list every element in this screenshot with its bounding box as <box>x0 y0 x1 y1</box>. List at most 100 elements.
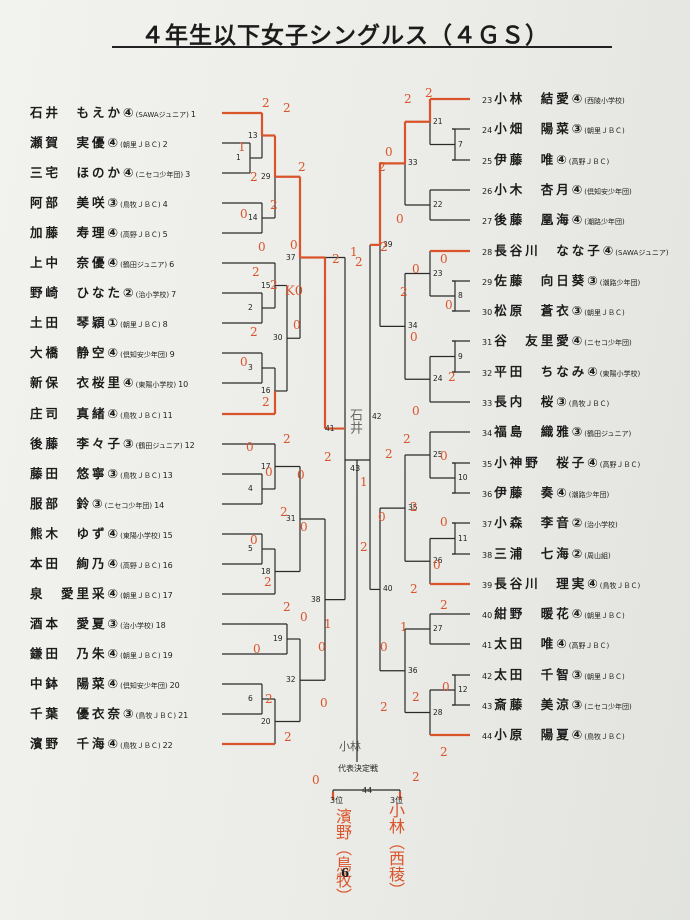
match-number: 34 <box>408 321 418 331</box>
handwritten-score: 0 <box>312 773 320 787</box>
player-grade: ④ <box>107 406 119 421</box>
handwritten-score: 2 <box>380 240 388 254</box>
player-club: (潮路少年団) <box>599 279 641 287</box>
handwritten-score: 0 <box>396 212 404 226</box>
player-name: 伊藤 奏 <box>494 485 557 500</box>
player-grade: ④ <box>587 455 598 470</box>
player-grade: ③ <box>556 394 567 409</box>
match-number: 30 <box>273 333 283 343</box>
left-player-row: 本田 絢乃④(高野ＪＢＣ)16 <box>30 557 173 573</box>
player-club: (高野ＪＢＣ) <box>568 642 610 650</box>
player-grade: ③ <box>571 424 583 439</box>
player-club: (朝里ＪＢＣ) <box>120 141 161 149</box>
handwritten-score: 2 <box>264 575 272 589</box>
match-number: 24 <box>433 374 443 384</box>
player-number: 10 <box>178 380 189 389</box>
player-name: 鎌田 乃朱 <box>30 646 108 661</box>
handwritten-score: 2 <box>332 252 340 266</box>
handwritten-score: 2 <box>298 160 306 174</box>
match-number: 27 <box>433 624 443 633</box>
player-club: (東陽小学校) <box>599 370 641 378</box>
player-club: (高野ＪＢＣ) <box>568 158 610 166</box>
match-number: 15 <box>261 280 271 290</box>
match-number: 31 <box>286 514 296 523</box>
match-number: 25 <box>433 450 443 459</box>
left-player-row: 大橋 静空④(倶知安少年団)9 <box>30 346 175 362</box>
player-grade: ② <box>123 285 134 300</box>
player-name: 加藤 寿理 <box>30 225 108 240</box>
player-name: 小林 結愛 <box>494 91 572 106</box>
player-grade: ④ <box>123 375 134 390</box>
match-number: 37 <box>286 252 296 262</box>
handwritten-right-rep: 小林（西稜） <box>386 802 405 898</box>
player-number: 39 <box>482 581 493 590</box>
player-grade: ④ <box>571 182 583 197</box>
match-number: 12 <box>458 685 468 694</box>
player-grade: ④ <box>571 91 583 106</box>
handwritten-score: 1 <box>400 620 408 634</box>
player-grade: ④ <box>107 736 119 751</box>
player-number: 34 <box>482 429 493 438</box>
player-name: 小畑 陽菜 <box>494 121 572 136</box>
match-number: 8 <box>458 291 463 300</box>
match-number: 16 <box>261 386 271 395</box>
left-player-row: 酒本 愛夏③(治小学校)18 <box>30 617 166 633</box>
handwritten-score: 2 <box>262 395 270 409</box>
player-grade: ④ <box>107 225 119 240</box>
handwritten-score: 2 <box>280 505 288 519</box>
player-club: (治小学校) <box>135 291 170 299</box>
handwritten-score: 0 <box>385 145 393 159</box>
handwritten-score: 2 <box>410 500 418 514</box>
handwritten-score: 0 <box>445 298 453 312</box>
left-player-row: 上中 奈優④(鶴田ジュニア)6 <box>30 256 174 272</box>
match-number: 9 <box>458 351 463 361</box>
player-grade: ③ <box>92 496 103 511</box>
left-player-row: 藤田 悠寧③(鳥牧ＪＢＣ)13 <box>30 467 173 483</box>
player-number: 27 <box>482 217 493 226</box>
handwritten-score: 0 <box>378 510 386 524</box>
match-number: 17 <box>261 461 271 471</box>
player-number: 29 <box>482 278 493 287</box>
player-name: 阿部 美咲 <box>30 195 108 210</box>
handwritten-top-final: 小林 <box>339 740 361 753</box>
player-name: 小森 李音 <box>494 515 572 530</box>
handwritten-center-winner: 石井 <box>347 408 362 434</box>
player-number: 23 <box>482 96 493 105</box>
player-club: (朝里ＪＢＣ) <box>120 592 161 600</box>
player-name: 小木 杏月 <box>494 182 572 197</box>
left-player-row: 瀬賀 実優④(朝里ＪＢＣ)2 <box>30 136 168 152</box>
page-number: 6 <box>340 866 350 880</box>
player-number: 32 <box>482 369 493 378</box>
handwritten-score: 2 <box>400 285 408 299</box>
left-player-row: 濱野 千海④(鳥牧ＪＢＣ)22 <box>30 737 173 753</box>
handwritten-score: 0 <box>433 558 441 572</box>
player-club: (鳥牧ＪＢＣ) <box>120 201 161 209</box>
player-grade: ③ <box>587 273 598 288</box>
player-number: 44 <box>482 732 493 741</box>
match-number: 11 <box>458 533 468 543</box>
player-club: (鳥牧ＪＢＣ) <box>584 733 625 741</box>
match-number: 22 <box>433 200 443 209</box>
player-name: 伊藤 唯 <box>494 152 557 167</box>
handwritten-score: 1 <box>350 245 358 259</box>
final-label: 代表決定戦 <box>338 764 378 773</box>
handwritten-score: 2 <box>360 540 368 554</box>
player-number: 11 <box>162 411 173 420</box>
match-number: 42 <box>372 412 382 422</box>
match-number: 5 <box>248 544 253 553</box>
player-grade: ① <box>107 315 119 330</box>
player-number: 28 <box>482 248 493 257</box>
handwritten-ko-mark: K0 <box>285 284 303 299</box>
player-grade: ④ <box>556 485 567 500</box>
player-name: 平田 ちなみ <box>494 364 588 379</box>
player-grade: ④ <box>571 212 583 227</box>
player-club: (東陽小学校) <box>135 381 177 389</box>
player-name: 中鉢 陽菜 <box>30 676 108 691</box>
handwritten-score: 0 <box>440 449 448 463</box>
player-grade: ③ <box>123 436 134 451</box>
player-name: 太田 千智 <box>494 667 572 682</box>
player-number: 31 <box>482 338 493 347</box>
player-number: 35 <box>482 460 493 469</box>
